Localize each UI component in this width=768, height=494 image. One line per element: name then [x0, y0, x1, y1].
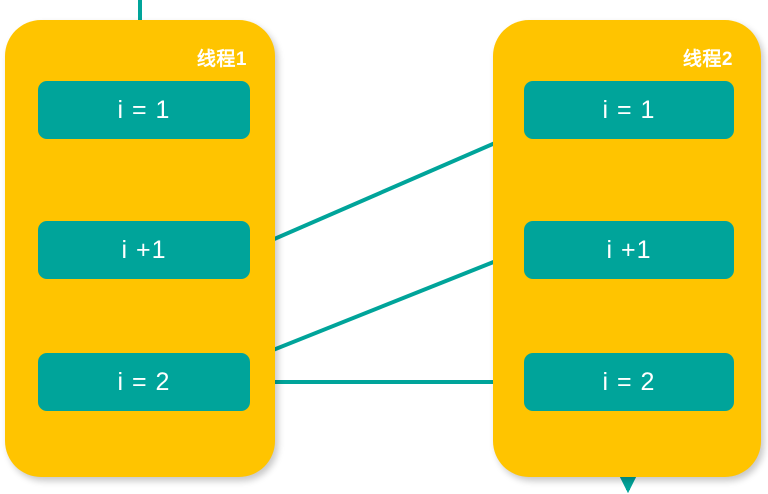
thread1-step-2-label: i +1 [121, 235, 167, 264]
cross-arrow-thread2-step2-to-thread1-step3 [250, 251, 517, 362]
thread1-step-3-label: i = 2 [117, 367, 171, 396]
thread1-step-1-box[interactable]: i = 1 [38, 81, 250, 139]
thread2-step-3-label: i = 2 [602, 367, 656, 396]
thread-2-title: 线程2 [682, 49, 733, 70]
thread1-step-3-box[interactable]: i = 2 [38, 353, 250, 411]
thread1-step-1-label: i = 1 [117, 95, 171, 124]
thread1-step-2-box[interactable]: i +1 [38, 221, 250, 279]
cross-arrow-thread1-step2-to-thread2-step1 [248, 130, 521, 252]
thread2-step-1-label: i = 1 [602, 95, 656, 124]
thread-1-title: 线程1 [196, 49, 247, 70]
thread2-step-3-box[interactable]: i = 2 [524, 353, 734, 411]
thread-panel-1[interactable]: 线程1 i = 1 i +1 i = 2 [5, 20, 275, 477]
thread2-step-2-box[interactable]: i +1 [524, 221, 734, 279]
thread-panel-2[interactable]: 线程2 i = 1 i +1 i = 2 [493, 20, 761, 477]
thread2-step-1-box[interactable]: i = 1 [524, 81, 734, 139]
thread2-step-2-label: i +1 [606, 235, 652, 264]
